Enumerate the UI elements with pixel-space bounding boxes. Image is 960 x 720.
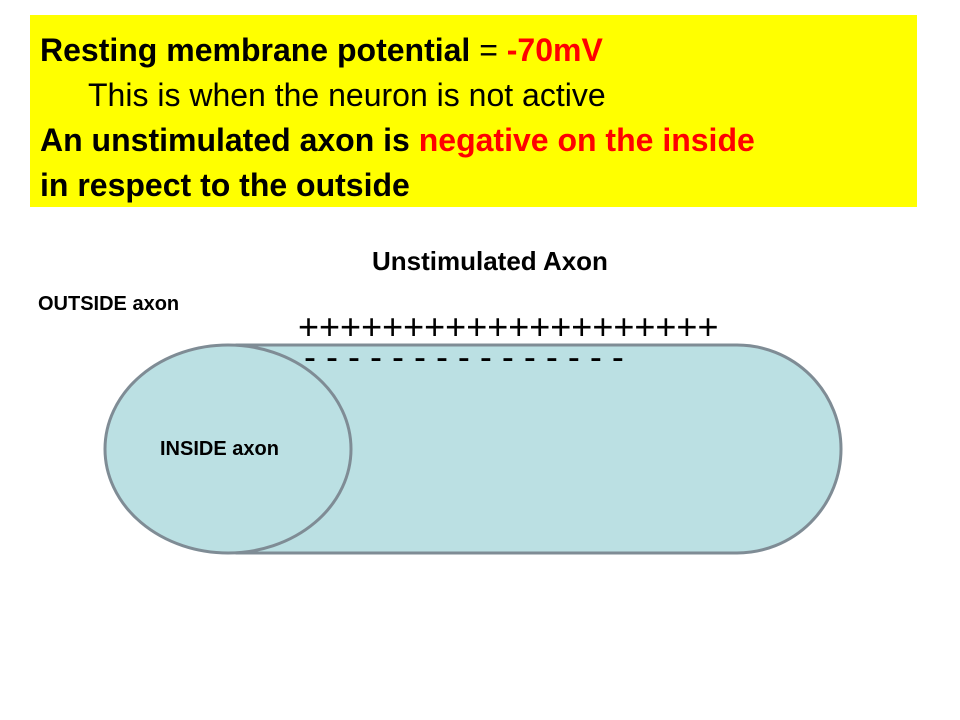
line3-highlight: negative on the inside [418, 122, 755, 158]
resting-potential-value: -70mV [506, 32, 603, 68]
summary-line-4: in respect to the outside [40, 167, 410, 203]
summary-line-1: Resting membrane potential = -70mV [40, 28, 917, 73]
axon-body [235, 343, 843, 555]
inside-axon-label: INSIDE axon [160, 438, 279, 460]
equals-sign: = [470, 32, 507, 68]
negative-charges: - - - - - - - - - - - - - - - [304, 336, 624, 377]
diagram-title: Unstimulated Axon [372, 246, 608, 276]
summary-line-3: An unstimulated axon is negative on the … [40, 118, 917, 163]
positive-charges: ++++++++++++++++++++ [298, 306, 719, 347]
resting-potential-label: Resting membrane potential [40, 32, 471, 68]
axon-cross-section [103, 343, 353, 555]
summary-line-2: This is when the neuron is not active [88, 77, 606, 113]
line3-prefix: An unstimulated axon is [40, 122, 419, 158]
outside-axon-label: OUTSIDE axon [38, 293, 180, 315]
summary-box: Resting membrane potential = -70mV This … [30, 15, 917, 207]
